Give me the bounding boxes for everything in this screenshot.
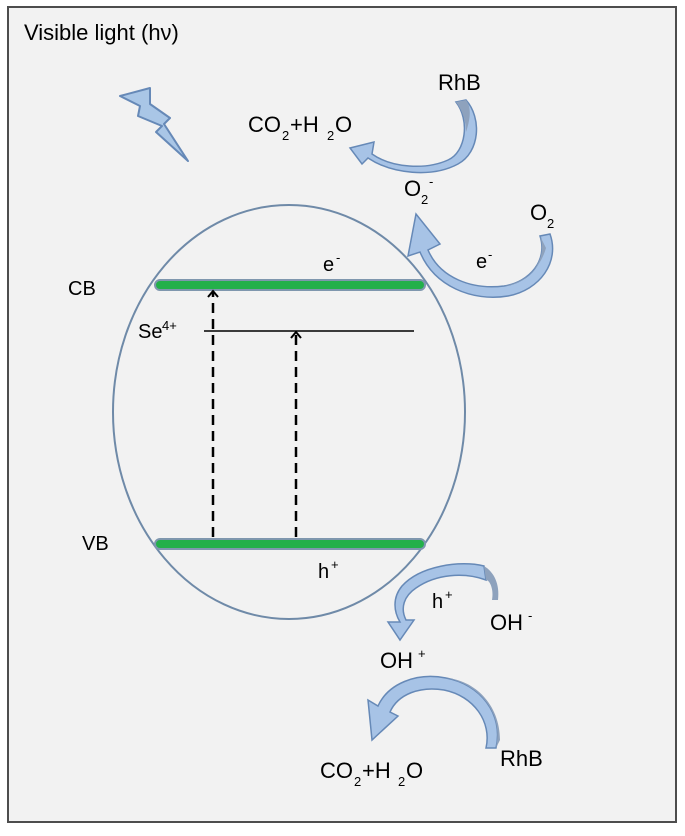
curved-arrow-icon [456, 100, 470, 132]
bottom-product-co: CO [320, 758, 353, 783]
electron-label: e [323, 254, 334, 276]
vb-label: VB [82, 533, 109, 555]
arrow-electron-charge: - [488, 247, 492, 262]
hole-label: h [318, 561, 329, 583]
se-charge: 4+ [162, 318, 177, 333]
se-label: Se [138, 321, 162, 343]
top-product-sub2b: 2 [327, 128, 334, 143]
o2-base: O [530, 200, 547, 225]
o2-radical-sub: 2 [421, 192, 428, 207]
rhb-top-label: RhB [438, 70, 481, 95]
oh-minus-sup: - [528, 608, 532, 623]
curved-arrow-icon [386, 563, 487, 642]
arrow-hole-charge: + [445, 587, 453, 602]
title: Visible light (hν) [24, 20, 179, 45]
o2-sub: 2 [547, 216, 554, 231]
curved-arrow-icon [484, 566, 499, 600]
bottom-product-sub2b: 2 [398, 774, 405, 789]
rhb-bottom-label: RhB [500, 746, 543, 771]
lightning-bolt-icon [119, 87, 189, 162]
bottom-product-rest: +H [362, 758, 391, 783]
oh-radical-sup: + [418, 646, 426, 661]
arrow-hole-label: h [432, 591, 443, 613]
top-product-plus-h: +H [290, 112, 319, 137]
bottom-product-o: O [406, 758, 423, 783]
curved-arrow-icon [504, 236, 546, 286]
conduction-band [154, 279, 426, 291]
hole-charge: + [331, 557, 339, 572]
curved-arrow-icon [407, 212, 554, 298]
frame [7, 6, 677, 823]
arrow-electron-label: e [476, 251, 487, 273]
top-product-co: CO [248, 112, 281, 137]
top-product-o: O [335, 112, 352, 137]
curved-arrow-icon [367, 675, 499, 749]
cb-label: CB [68, 278, 96, 300]
bottom-product-sub2: 2 [354, 774, 361, 789]
oh-minus-base: OH [490, 610, 523, 635]
top-product-sub2: 2 [282, 128, 289, 143]
electron-charge: - [336, 250, 340, 265]
o2-radical-sup: - [429, 174, 433, 189]
o2-radical-base: O [404, 176, 421, 201]
semiconductor-particle [112, 204, 466, 620]
oh-radical-base: OH [380, 648, 413, 673]
valence-band [154, 538, 426, 550]
